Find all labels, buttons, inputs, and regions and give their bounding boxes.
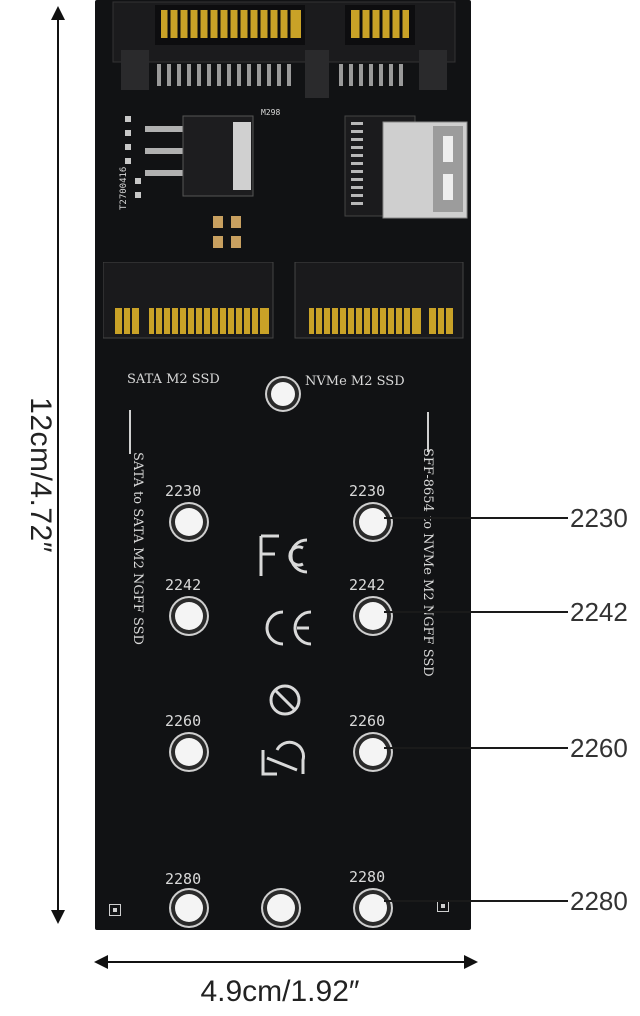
right-size-2260: 2260 bbox=[349, 712, 386, 730]
callout-line-2260 bbox=[384, 747, 568, 749]
callout-2280: 2280 bbox=[570, 886, 628, 916]
capacitors bbox=[213, 216, 241, 248]
right-size-2242: 2242 bbox=[349, 576, 386, 594]
certification-logos bbox=[259, 534, 312, 776]
right-size-2230: 2230 bbox=[349, 482, 386, 500]
callout-2260: 2260 bbox=[570, 733, 628, 763]
nvme-label: NVMe M2 SSD bbox=[305, 374, 405, 389]
adapter-board: M298 T2700416 bbox=[95, 0, 471, 930]
left-hole-2260 bbox=[171, 734, 207, 770]
width-arrow-right bbox=[464, 955, 478, 969]
callout-2242: 2242 bbox=[570, 597, 628, 627]
callout-line-2280 bbox=[384, 900, 568, 902]
height-label: 12cm/4.72″ bbox=[24, 397, 57, 553]
bottom-center-hole bbox=[263, 890, 299, 926]
left-hole-2280 bbox=[171, 890, 207, 926]
left-hole-2242 bbox=[171, 598, 207, 634]
left-hole-2230 bbox=[171, 504, 207, 540]
sff-8654-connector bbox=[344, 115, 468, 219]
right-hole-2242 bbox=[355, 598, 391, 634]
right-size-2280: 2280 bbox=[349, 868, 386, 886]
height-arrow-bottom bbox=[51, 910, 65, 924]
left-size-2280: 2280 bbox=[165, 870, 202, 888]
left-size-2260: 2260 bbox=[165, 712, 202, 730]
left-size-2230: 2230 bbox=[165, 482, 202, 500]
center-mount-hole bbox=[267, 378, 299, 410]
chip-label: M298 bbox=[261, 108, 281, 117]
callout-line-2230 bbox=[384, 517, 568, 519]
width-dimension-line bbox=[104, 961, 466, 963]
right-hole-2280 bbox=[355, 890, 391, 926]
sata-connector bbox=[112, 1, 456, 98]
width-label: 4.9cm/1.92″ bbox=[200, 975, 360, 1008]
left-size-2242: 2242 bbox=[165, 576, 202, 594]
callout-2230: 2230 bbox=[570, 503, 628, 533]
m2-slots bbox=[103, 262, 464, 339]
right-hole-2260 bbox=[355, 734, 391, 770]
sata-label: SATA M2 SSD bbox=[127, 372, 220, 387]
left-label-tick bbox=[129, 410, 131, 454]
width-arrow-left bbox=[94, 955, 108, 969]
left-vertical-label: SATA to SATA M2 NGFF SSD bbox=[130, 452, 145, 645]
height-arrow-top bbox=[51, 6, 65, 20]
right-hole-2230 bbox=[355, 504, 391, 540]
right-label-tick bbox=[427, 412, 429, 452]
date-code: T2700416 bbox=[119, 166, 129, 210]
height-dimension-line bbox=[57, 14, 59, 913]
right-vertical-label: SFF-8654 to NVMe M2 NGFF SSD bbox=[420, 448, 435, 677]
corner-marker-left bbox=[109, 904, 121, 916]
voltage-regulator-chip bbox=[125, 115, 254, 198]
callout-line-2242 bbox=[384, 611, 568, 613]
